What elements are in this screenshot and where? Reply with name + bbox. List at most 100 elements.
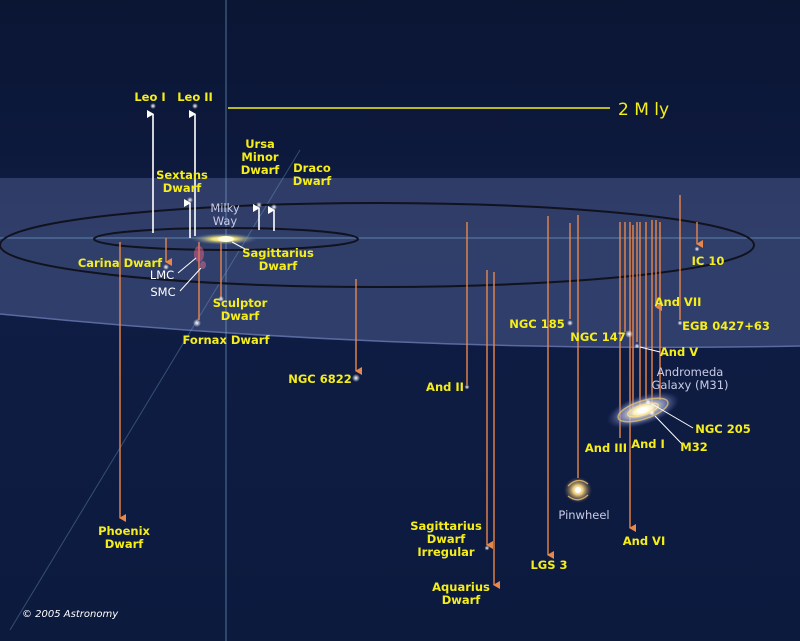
- label-line: Sextans: [156, 168, 208, 182]
- label-and-ii: And II: [426, 380, 464, 394]
- label-ngc-205: NGC 205: [695, 422, 751, 436]
- pointer-and-v: [639, 346, 661, 353]
- label-line: Sagittarius: [410, 519, 482, 533]
- dot-ngc205: [645, 399, 651, 405]
- pointer-lmc: [177, 257, 197, 274]
- label-line: Pinwheel: [558, 508, 609, 522]
- label-line: Minor: [241, 150, 278, 164]
- label-leo-ii: Leo II: [177, 90, 213, 104]
- dot-sdig: [484, 545, 490, 551]
- label-leo-i: Leo I: [134, 90, 165, 104]
- label-line: Dwarf: [221, 309, 261, 323]
- label-line: M32: [680, 440, 707, 454]
- label-line: Dwarf: [293, 174, 333, 188]
- label-ngc-147: NGC 147: [570, 330, 626, 344]
- label-line: EGB 0427+63: [682, 319, 770, 333]
- label-fornax-dwarf: Fornax Dwarf: [183, 333, 271, 347]
- label-line: Milky: [210, 201, 240, 215]
- label-line: LMC: [150, 268, 174, 282]
- label-smc: SMC: [150, 285, 175, 299]
- label-line: Phoenix: [98, 524, 150, 538]
- label-line: Draco: [293, 161, 331, 175]
- dot-sculptor: [218, 296, 224, 302]
- dot-leo-ii: [192, 103, 198, 109]
- dot-draco: [271, 204, 277, 210]
- dot-ic10: [694, 246, 700, 252]
- label-line: Dwarf: [163, 181, 203, 195]
- pointer-sagittarius: [231, 241, 246, 250]
- copyright-text: © 2005 Astronomy: [22, 609, 119, 620]
- label-line: SMC: [150, 285, 175, 299]
- label-ngc-185: NGC 185: [509, 317, 565, 331]
- dot-and-v: [634, 343, 640, 349]
- label-and-v: And V: [660, 345, 698, 359]
- up-drop-lines: [147, 110, 275, 238]
- dot-fornax: [193, 319, 201, 327]
- dot-and-ii: [464, 384, 470, 390]
- dot-leo-i: [150, 103, 156, 109]
- label-line: Fornax Dwarf: [183, 333, 271, 347]
- scale-bar-label: 2 M ly: [618, 100, 669, 120]
- andromeda-galaxy: [606, 391, 680, 429]
- label-line: Way: [213, 214, 238, 228]
- label-and-iii: And III: [585, 441, 627, 455]
- pointer-smc: [179, 267, 202, 292]
- label-line: NGC 6822: [288, 372, 352, 386]
- label-ngc-6822: NGC 6822: [288, 372, 352, 386]
- label-line: And V: [660, 345, 698, 359]
- milky-way-core: [218, 236, 234, 242]
- label-and-vii: And VII: [655, 295, 702, 309]
- label-line: Dwarf: [105, 537, 145, 551]
- label-m32: M32: [680, 440, 707, 454]
- label-lmc: LMC: [150, 268, 174, 282]
- label-pinwheel: Pinwheel: [558, 508, 609, 522]
- pinwheel-galaxy: [564, 477, 592, 503]
- dot-ngc6822: [352, 374, 360, 382]
- label-line: Aquarius: [432, 580, 490, 594]
- smc-cloud: [200, 261, 206, 269]
- pointer-lines: [177, 241, 694, 445]
- dot-egb: [677, 320, 683, 326]
- label-line: NGC 147: [570, 330, 626, 344]
- label-line: Dwarf: [442, 593, 482, 607]
- label-lgs-3: LGS 3: [530, 558, 567, 572]
- label-and-vi: And VI: [623, 534, 666, 548]
- label-line: Dwarf: [427, 532, 467, 546]
- outer-ellipse: [0, 202, 755, 288]
- inner-ellipse: [93, 227, 359, 251]
- label-line: Leo I: [134, 90, 165, 104]
- label-line: And I: [631, 437, 665, 451]
- label-line: IC 10: [692, 254, 725, 268]
- dot-ngc185: [567, 320, 573, 326]
- label-line: And III: [585, 441, 627, 455]
- label-line: And VII: [655, 295, 702, 309]
- dot-ngc147: [625, 330, 633, 338]
- label-line: And VI: [623, 534, 666, 548]
- plane-edge: [0, 313, 800, 349]
- label-and-i: And I: [631, 437, 665, 451]
- label-egb-0427: EGB 0427+63: [682, 319, 770, 333]
- label-line: Carina Dwarf: [78, 256, 163, 270]
- label-line: And II: [426, 380, 464, 394]
- dot-sextans: [187, 197, 193, 203]
- lmc-cloud: [194, 246, 204, 262]
- label-line: NGC 205: [695, 422, 751, 436]
- label-carina-dwarf: Carina Dwarf: [78, 256, 163, 270]
- pointer-m32: [654, 415, 683, 445]
- dot-m32: [649, 410, 655, 416]
- diagonal-grid-line: [9, 149, 301, 631]
- label-line: Dwarf: [259, 259, 299, 273]
- label-line: Sculptor: [213, 296, 268, 310]
- label-line: Galaxy (M31): [652, 378, 729, 392]
